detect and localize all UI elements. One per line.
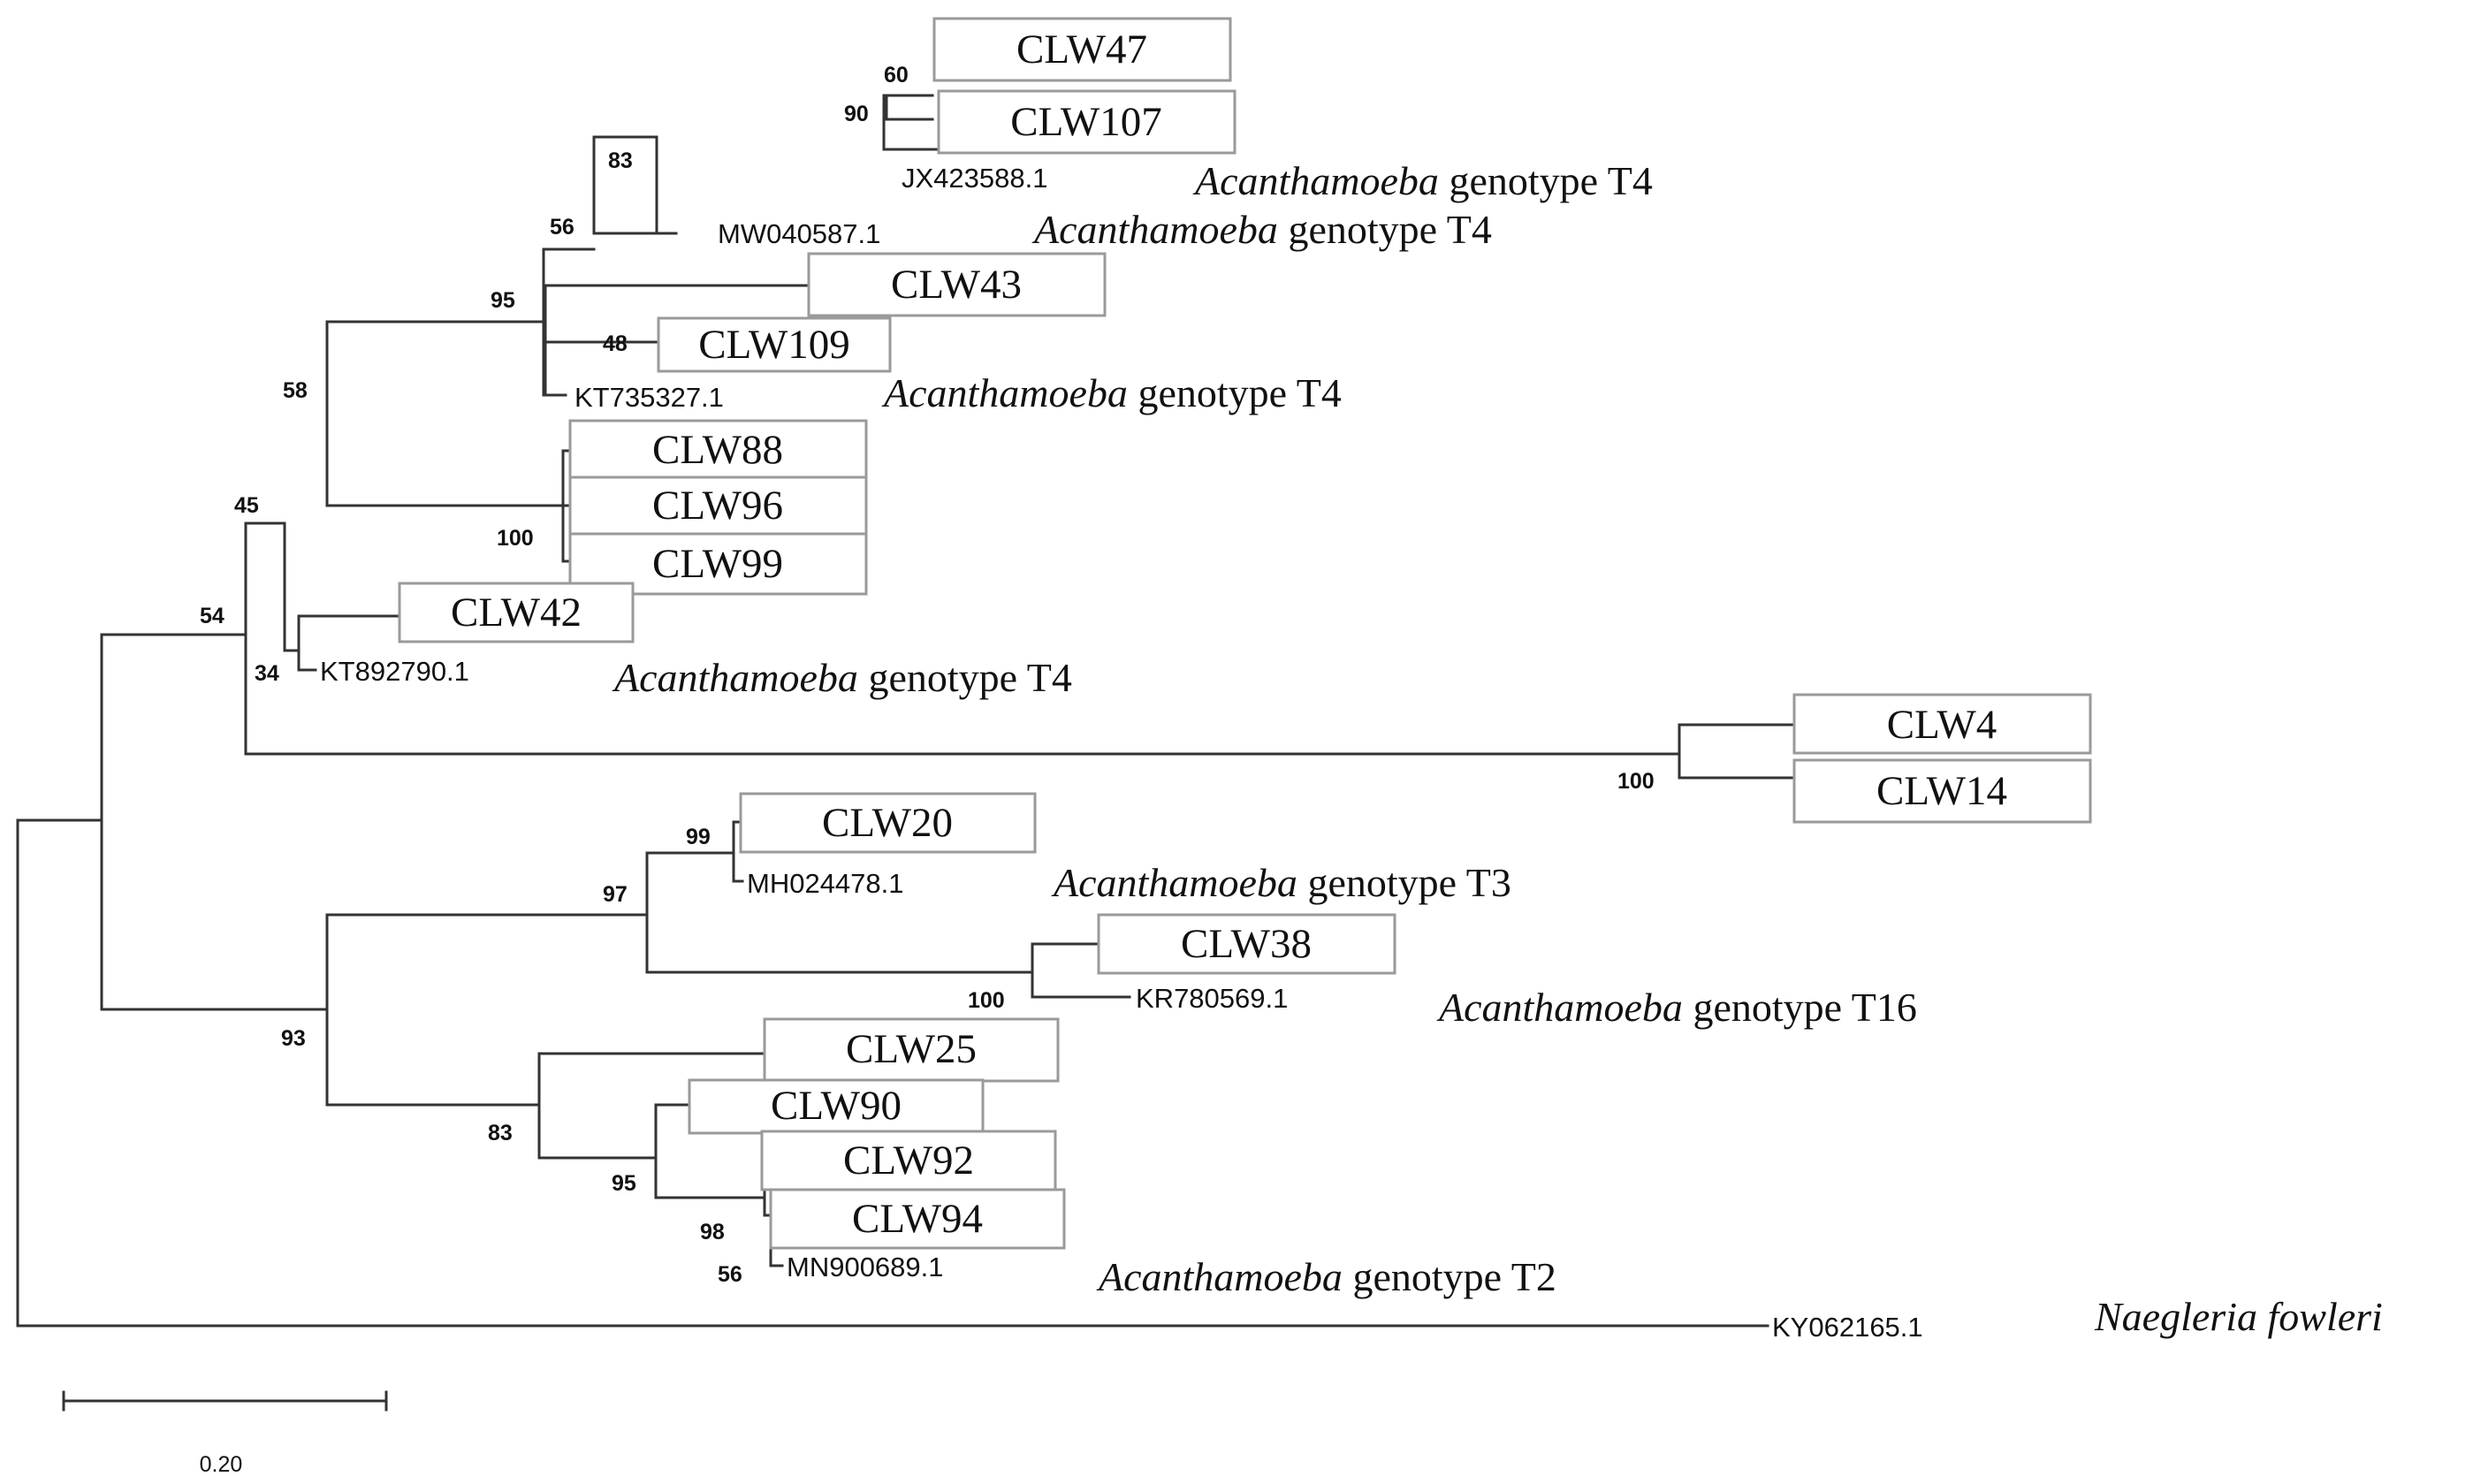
branch-node-56	[542, 247, 596, 397]
svg-text:CLW47: CLW47	[1016, 27, 1147, 72]
accession-jx423588: JX423588.1	[902, 163, 1047, 194]
isolate-clw107: CLW107	[937, 89, 1236, 155]
isolate-clw88: CLW88	[568, 419, 868, 479]
svg-text:CLW25: CLW25	[846, 1026, 977, 1072]
accession-kr780569: KR780569.1	[1136, 983, 1288, 1014]
annotation-t4-3: Acanthamoeba genotype T4	[881, 370, 1342, 415]
bootstrap-83-upper: 83	[608, 148, 633, 173]
bootstrap-54: 54	[200, 604, 224, 628]
branch-node-83-upper	[592, 135, 660, 235]
bootstrap-98: 98	[700, 1220, 725, 1244]
isolate-clw90: CLW90	[688, 1078, 985, 1135]
branch-acanthamoeba-clade	[100, 633, 329, 1011]
tree-branches	[16, 94, 1796, 1328]
accession-kt892790: KT892790.1	[320, 656, 469, 687]
annotation-t4-1: Acanthamoeba genotype T4	[1192, 158, 1653, 203]
bootstrap-34: 34	[255, 661, 279, 686]
branch-root	[16, 818, 1769, 1328]
branch-node-58	[283, 521, 301, 652]
bootstrap-97: 97	[603, 882, 628, 907]
svg-text:CLW20: CLW20	[822, 800, 953, 846]
accession-mh024478: MH024478.1	[747, 868, 904, 899]
branch-node-95	[325, 320, 565, 507]
isolate-labels: CLW47 CLW107 CLW43 CLW109 CLW88 CLW96 CL…	[398, 17, 2092, 1250]
svg-text:CLW38: CLW38	[1181, 921, 1312, 967]
isolate-clw92: CLW92	[760, 1130, 1057, 1191]
branch-node-60	[882, 94, 940, 151]
accession-mw040587: MW040587.1	[718, 218, 880, 249]
bootstrap-93: 93	[281, 1026, 306, 1051]
branch-node-100-b	[1678, 723, 1796, 780]
annotation-t2: Acanthamoeba genotype T2	[1096, 1254, 1556, 1299]
branch-node-100-a	[561, 449, 572, 563]
scale-bar-line	[62, 1390, 388, 1412]
bootstrap-95-upper: 95	[491, 288, 515, 313]
genotype-annotations: Acanthamoeba genotype T4 Acanthamoeba ge…	[612, 158, 2383, 1339]
svg-text:CLW94: CLW94	[852, 1196, 983, 1242]
isolate-clw94: CLW94	[769, 1188, 1066, 1250]
reference-accessions: JX423588.1 MW040587.1 KT735327.1 KT89279…	[320, 163, 1923, 1343]
svg-text:CLW109: CLW109	[698, 322, 849, 368]
scale-bar-label: 0.20	[200, 1452, 243, 1477]
bootstrap-83-lower: 83	[488, 1121, 513, 1145]
branch-node-60-inner	[885, 94, 934, 121]
isolate-clw96: CLW96	[568, 476, 868, 536]
annotation-t16: Acanthamoeba genotype T16	[1436, 985, 1917, 1030]
bootstrap-values: 60 90 83 56 95 48 58 45 100 54 34 100 99…	[200, 63, 1655, 1287]
branch-node-97	[645, 851, 1034, 974]
bootstrap-90: 90	[844, 102, 869, 126]
branch-node-34	[297, 614, 401, 672]
bootstrap-56-upper: 56	[550, 215, 574, 240]
branch-node-90	[655, 135, 678, 235]
svg-text:CLW4: CLW4	[1887, 702, 1997, 748]
bootstrap-99: 99	[686, 825, 711, 849]
annotation-outgroup: Naegleria fowleri	[2094, 1294, 2383, 1339]
svg-text:CLW92: CLW92	[843, 1138, 974, 1183]
branch-node-83-lower	[537, 1052, 766, 1160]
branch-node-kt735327	[544, 340, 567, 397]
branch-node-93	[325, 913, 649, 1107]
branch-node-48	[544, 284, 810, 344]
isolate-clw47: CLW47	[932, 17, 1232, 82]
svg-text:CLW42: CLW42	[451, 590, 582, 635]
svg-text:CLW107: CLW107	[1010, 99, 1161, 145]
svg-text:CLW14: CLW14	[1876, 768, 2007, 814]
isolate-clw42: CLW42	[398, 582, 635, 643]
svg-text:CLW99: CLW99	[652, 541, 783, 587]
svg-text:CLW96: CLW96	[652, 483, 783, 529]
accession-kt735327: KT735327.1	[574, 382, 724, 413]
bootstrap-48: 48	[603, 331, 628, 356]
bootstrap-100-b: 100	[1617, 769, 1655, 794]
svg-text:CLW90: CLW90	[771, 1083, 902, 1129]
svg-text:CLW43: CLW43	[891, 262, 1022, 308]
accession-ky062165: KY062165.1	[1772, 1312, 1923, 1343]
annotation-t4-2: Acanthamoeba genotype T4	[1031, 207, 1492, 252]
annotation-t3: Acanthamoeba genotype T3	[1051, 860, 1511, 905]
branch-node-100-c	[1031, 942, 1131, 999]
bootstrap-100-a: 100	[497, 526, 534, 551]
bootstrap-58: 58	[283, 378, 308, 403]
isolate-clw43: CLW43	[807, 252, 1107, 317]
bootstrap-100-c: 100	[968, 988, 1005, 1013]
branch-node-45	[244, 521, 1681, 756]
bootstrap-95-lower: 95	[612, 1171, 636, 1196]
annotation-t4-4: Acanthamoeba genotype T4	[612, 655, 1072, 700]
bootstrap-60: 60	[884, 63, 909, 88]
isolate-clw14: CLW14	[1792, 758, 2092, 824]
svg-text:CLW88: CLW88	[652, 427, 783, 473]
scale-bar: 0.20	[62, 1390, 388, 1477]
isolate-clw25: CLW25	[763, 1017, 1060, 1083]
bootstrap-45: 45	[234, 493, 259, 518]
isolate-clw109: CLW109	[657, 316, 892, 373]
isolate-clw4: CLW4	[1792, 693, 2092, 755]
bootstrap-56-lower: 56	[718, 1262, 742, 1287]
accession-mn900689: MN900689.1	[787, 1252, 944, 1282]
isolate-clw38: CLW38	[1097, 913, 1396, 975]
isolate-clw20: CLW20	[739, 792, 1037, 854]
branch-node-95-lower	[654, 1103, 766, 1199]
